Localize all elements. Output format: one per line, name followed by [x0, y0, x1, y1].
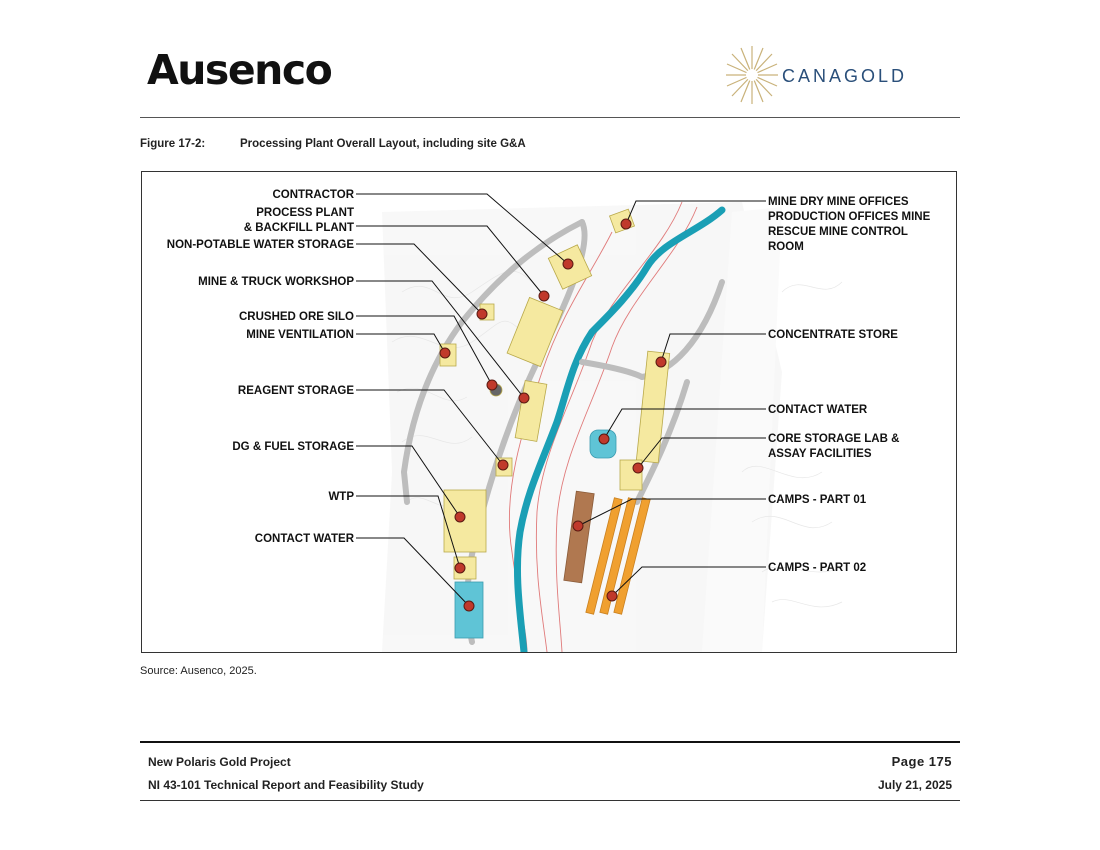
marker-concentrate: [655, 356, 667, 368]
label-mine-dry-1: MINE DRY MINE OFFICES: [768, 196, 909, 208]
leader-lines: [356, 193, 766, 607]
camp-part01-block: [563, 490, 595, 584]
marker-contact-water-right: [598, 433, 610, 445]
footer-page-number: Page 175: [891, 754, 952, 769]
footer-date: July 21, 2025: [877, 778, 952, 792]
labels-right: MINE DRY MINE OFFICES PRODUCTION OFFICES…: [768, 196, 931, 574]
footer-project: New Polaris Gold Project: [148, 755, 291, 769]
river-branch: [610, 265, 649, 314]
label-process-plant-1: PROCESS PLANT: [256, 207, 354, 219]
canagold-logo-text: CANAGOLD: [782, 66, 908, 86]
dg-fuel-building: [443, 489, 487, 553]
label-camps-2: CAMPS - PART 02: [768, 562, 866, 574]
label-ventilation: MINE VENTILATION: [246, 329, 354, 341]
figure-source: Source: Ausenco, 2025.: [140, 665, 257, 677]
label-wtp: WTP: [328, 491, 354, 503]
camp-part02-block-a: [585, 497, 623, 615]
marker-mine-dry: [620, 218, 632, 230]
site-layout-figure: CONTRACTOR PROCESS PLANT & BACKFILL PLAN…: [141, 171, 957, 653]
marker-contact-water-left: [463, 600, 475, 612]
marker-wtp: [454, 562, 466, 574]
marker-process-plant: [538, 290, 550, 302]
ausenco-logo: Ausenco: [147, 50, 333, 91]
marker-workshop: [518, 392, 530, 404]
footer-report: NI 43-101 Technical Report and Feasibili…: [148, 778, 424, 792]
label-non-potable: NON-POTABLE WATER STORAGE: [167, 239, 355, 251]
river: [513, 206, 726, 652]
footer-rule: [140, 741, 960, 743]
marker-core-storage: [632, 462, 644, 474]
label-workshop: MINE & TRUCK WORKSHOP: [198, 276, 354, 288]
footer-bottom-rule: [140, 800, 960, 801]
label-dg-fuel: DG & FUEL STORAGE: [232, 441, 354, 453]
marker-ventilation: [439, 347, 451, 359]
marker-crushed-ore: [486, 379, 498, 391]
label-contact-water-left: CONTACT WATER: [255, 533, 355, 545]
label-reagent: REAGENT STORAGE: [238, 385, 354, 397]
buildings-left: [439, 244, 593, 639]
label-camps-1: CAMPS - PART 01: [768, 494, 867, 506]
process-plant-building: [506, 296, 564, 368]
marker-reagent: [497, 459, 509, 471]
marker-dg-fuel: [454, 511, 466, 523]
labels-left: CONTRACTOR PROCESS PLANT & BACKFILL PLAN…: [167, 189, 355, 545]
marker-camps-1: [572, 520, 584, 532]
label-crushed-ore: CRUSHED ORE SILO: [239, 311, 354, 323]
canagold-logo: CANAGOLD: [724, 44, 924, 106]
label-concentrate: CONCENTRATE STORE: [768, 329, 898, 341]
canagold-sunburst-icon: [726, 46, 778, 104]
label-core-storage-2: ASSAY FACILITIES: [768, 448, 872, 460]
buildings-right: [563, 208, 671, 615]
label-mine-dry-3: RESCUE MINE CONTROL: [768, 226, 908, 238]
label-mine-dry-2: PRODUCTION OFFICES MINE: [768, 211, 931, 223]
figure-title: Processing Plant Overall Layout, includi…: [240, 138, 526, 150]
label-mine-dry-4: ROOM: [768, 241, 804, 253]
label-contact-water-right: CONTACT WATER: [768, 404, 868, 416]
marker-contractor: [562, 258, 574, 270]
markers: [439, 218, 667, 612]
figure-number: Figure 17-2:: [140, 138, 206, 150]
label-core-storage-1: CORE STORAGE LAB &: [768, 433, 899, 445]
site-layout-map: CONTRACTOR PROCESS PLANT & BACKFILL PLAN…: [167, 189, 931, 652]
header-rule: [140, 117, 960, 118]
concentrate-store-building: [635, 350, 671, 464]
marker-non-potable: [476, 308, 488, 320]
label-contractor: CONTRACTOR: [272, 189, 354, 201]
label-process-plant-2: & BACKFILL PLANT: [244, 222, 354, 234]
ausenco-logo-text: Ausenco: [147, 46, 333, 94]
marker-camps-2: [606, 590, 618, 602]
